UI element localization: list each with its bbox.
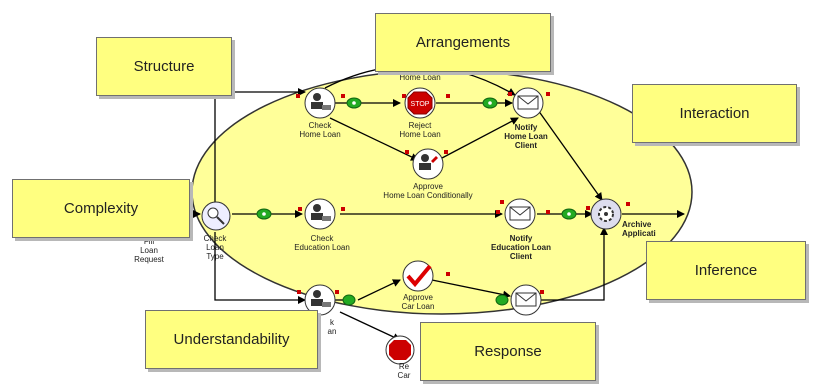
fill-loan-request-label: Fill Loan Request [134,237,164,264]
annotation-response: Response [420,322,596,381]
check-loan-type-label: Check Loan Type [203,234,227,261]
annotation-structure: Structure [96,37,232,96]
annotation-arrangements: Arrangements [375,13,551,72]
envelope-notify-icon [504,198,536,230]
person-desk-icon [304,284,336,316]
archive-application-label: Archive Applicati [622,220,656,238]
notify-home-loan-client-label: Notify Home Loan Client [504,123,548,150]
approve-car-loan-label: Approve Car Loan [401,293,435,311]
check-education-loan-label: Check Education Loan [294,234,350,252]
home-loan-top-label: Home Loan [399,73,441,82]
reject-car-loan-label: Re Car [397,362,411,380]
magnifier-icon [201,201,231,231]
notify-education-loan-client-label: Notify Education Loan Client [491,234,551,261]
annotation-inference: Inference [646,241,806,300]
check-car-loan-label: k an [327,318,337,336]
svg-text:STOP: STOP [411,101,430,108]
envelope-notify-icon [512,87,544,119]
annotation-understandability: Understandability [145,310,318,369]
gateways [256,97,577,306]
gateway-marker [495,294,509,306]
stop-sign-icon: STOP [404,87,436,119]
archive-gear-icon [590,198,622,230]
envelope-notify-icon [510,284,542,316]
person-desk-icon [304,198,336,230]
approve-home-loan-conditionally-label: Approve Home Loan Conditionally [383,182,473,200]
annotation-interaction: Interaction [632,84,797,143]
check-mark-icon [402,260,434,292]
approval-hand-icon [412,148,444,180]
person-desk-icon [304,87,336,119]
stop-sign-icon [385,335,415,365]
reject-home-loan-label: Reject Home Loan [399,121,441,139]
annotation-complexity: Complexity [12,179,190,238]
gateway-marker [342,294,356,306]
check-home-loan-label: Check Home Loan [299,121,341,139]
